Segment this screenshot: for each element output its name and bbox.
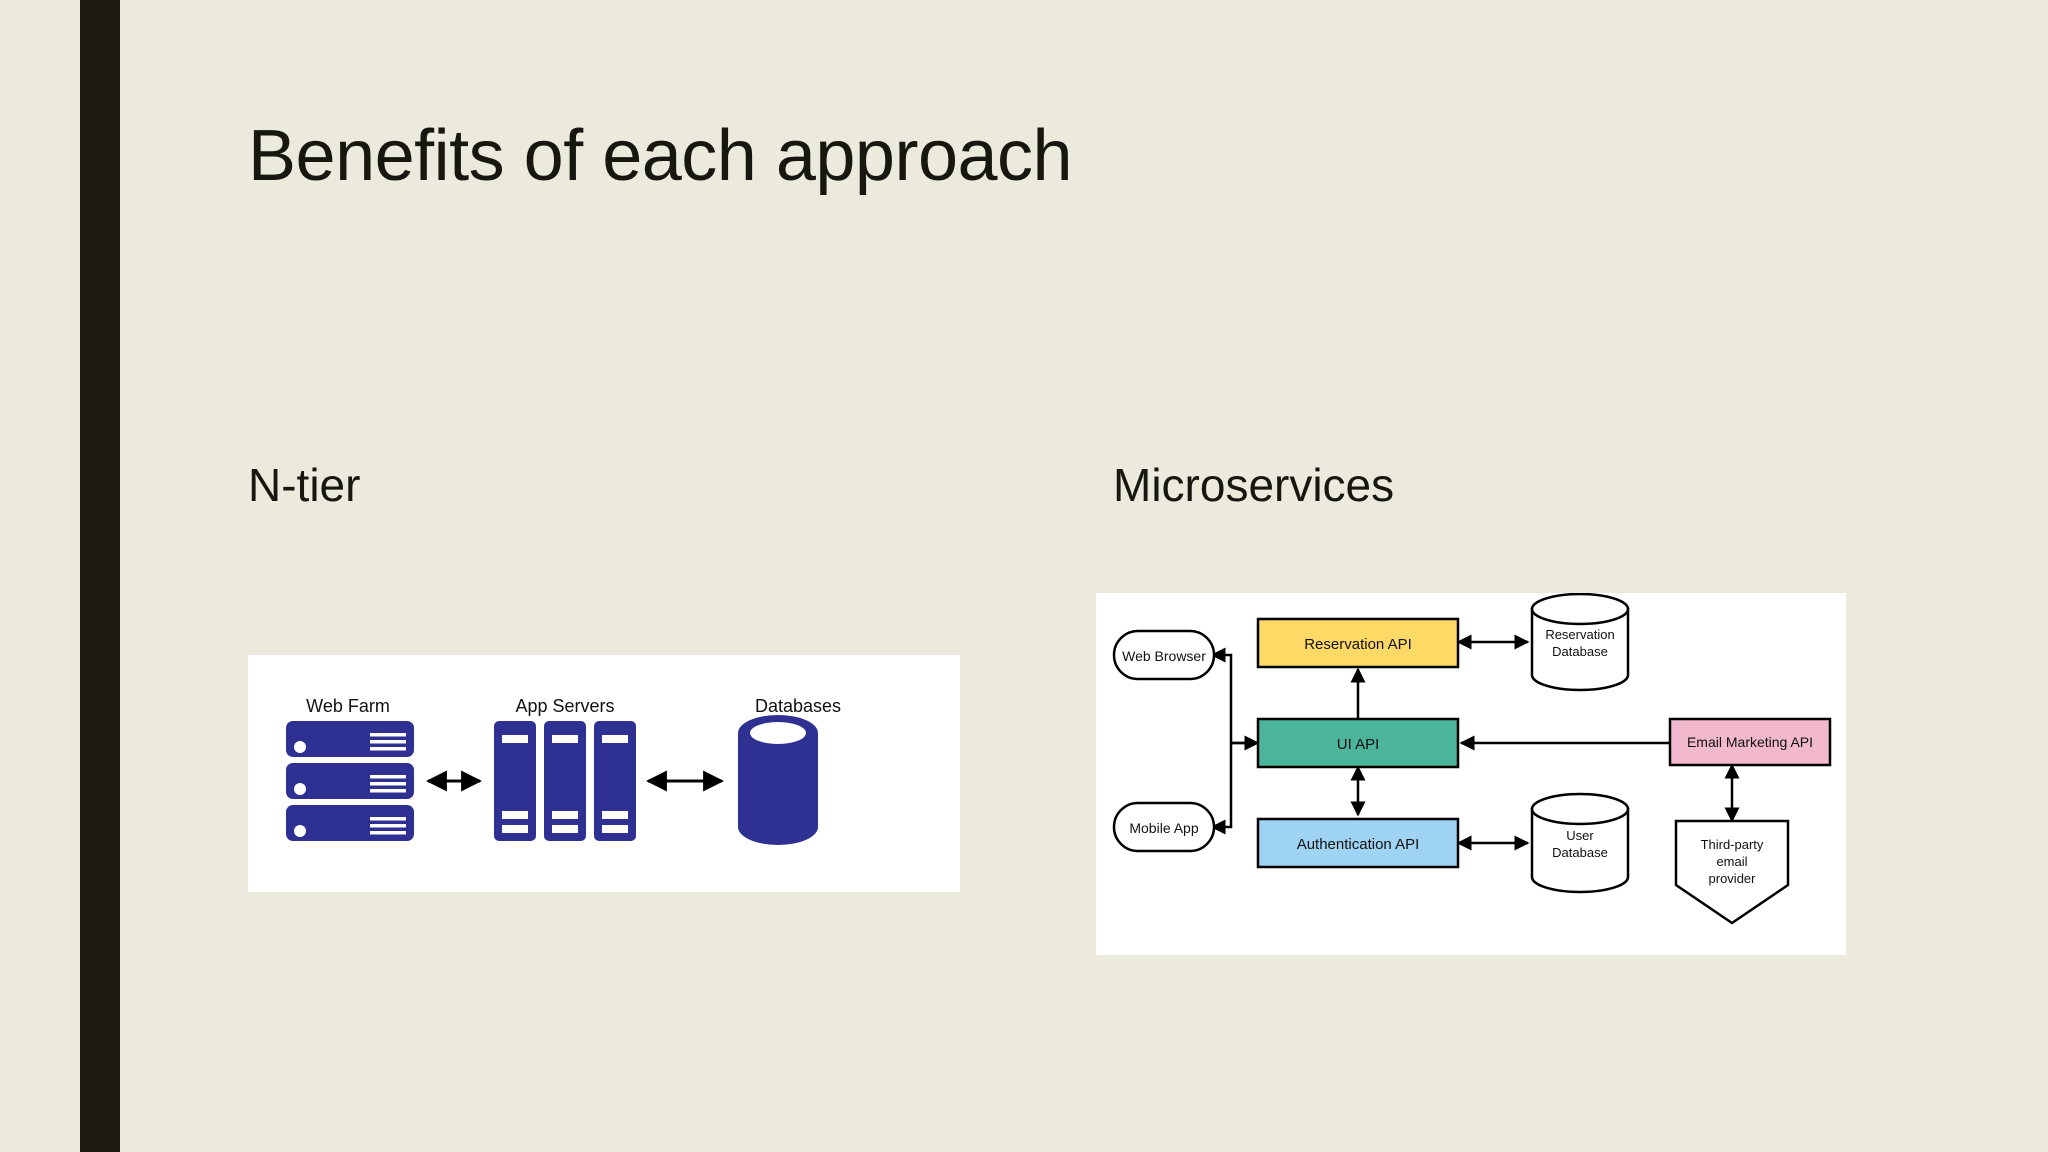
node-label-reservation-database-line1: Reservation: [1545, 627, 1614, 642]
node-email-marketing-api: Email Marketing API: [1668, 717, 1832, 767]
ntier-diagram-panel: Web Farm App Servers Databases: [248, 655, 960, 892]
column-heading-ntier: N-tier: [248, 459, 361, 511]
node-third-party-email-provider: Third-party email provider: [1674, 819, 1790, 925]
edge-uiapi-to-mobile: [1210, 743, 1233, 835]
node-label-mobile-app: Mobile App: [1129, 820, 1198, 836]
web-farm-group: [286, 721, 414, 841]
left-accent-bar: [80, 0, 120, 1152]
node-reservation-api: Reservation API: [1256, 617, 1460, 669]
node-label-ui-api: UI API: [1337, 736, 1380, 753]
node-label-user-database-line1: User: [1566, 828, 1594, 843]
app-server-tower: [494, 721, 536, 841]
node-mobile-app: Mobile App: [1112, 801, 1216, 853]
web-farm-server: [286, 805, 414, 841]
page-title: Benefits of each approach: [248, 116, 1073, 196]
ntier-label-app-servers: App Servers: [515, 696, 614, 716]
node-label-web-browser: Web Browser: [1122, 648, 1206, 664]
node-web-browser: Web Browser: [1112, 629, 1216, 681]
node-label-third-party-line1: Third-party: [1701, 837, 1764, 852]
app-server-tower: [544, 721, 586, 841]
node-label-third-party-line3: provider: [1709, 871, 1757, 886]
app-servers-group: [494, 721, 636, 841]
node-ui-api: UI API: [1256, 717, 1460, 769]
node-label-authentication-api: Authentication API: [1297, 836, 1420, 853]
column-heading-microservices: Microservices: [1113, 459, 1395, 511]
node-label-reservation-database-line2: Database: [1552, 644, 1608, 659]
node-label-user-database-line2: Database: [1552, 845, 1608, 860]
ntier-label-web-farm: Web Farm: [306, 696, 390, 716]
edge-uiapi-to-clients: [1210, 647, 1261, 745]
microservices-diagram-panel: Web Browser Mobile App Reservation API U…: [1096, 593, 1846, 955]
node-label-reservation-api: Reservation API: [1304, 636, 1412, 653]
web-farm-server: [286, 763, 414, 799]
node-label-email-marketing-api: Email Marketing API: [1687, 734, 1813, 750]
app-server-tower: [594, 721, 636, 841]
node-user-database: User Database: [1530, 792, 1630, 894]
node-authentication-api: Authentication API: [1256, 817, 1460, 869]
node-label-third-party-line2: email: [1716, 854, 1747, 869]
web-farm-server: [286, 721, 414, 757]
ntier-database-cylinder: [738, 715, 818, 845]
ntier-label-databases: Databases: [755, 696, 841, 716]
node-reservation-database: Reservation Database: [1530, 593, 1630, 692]
